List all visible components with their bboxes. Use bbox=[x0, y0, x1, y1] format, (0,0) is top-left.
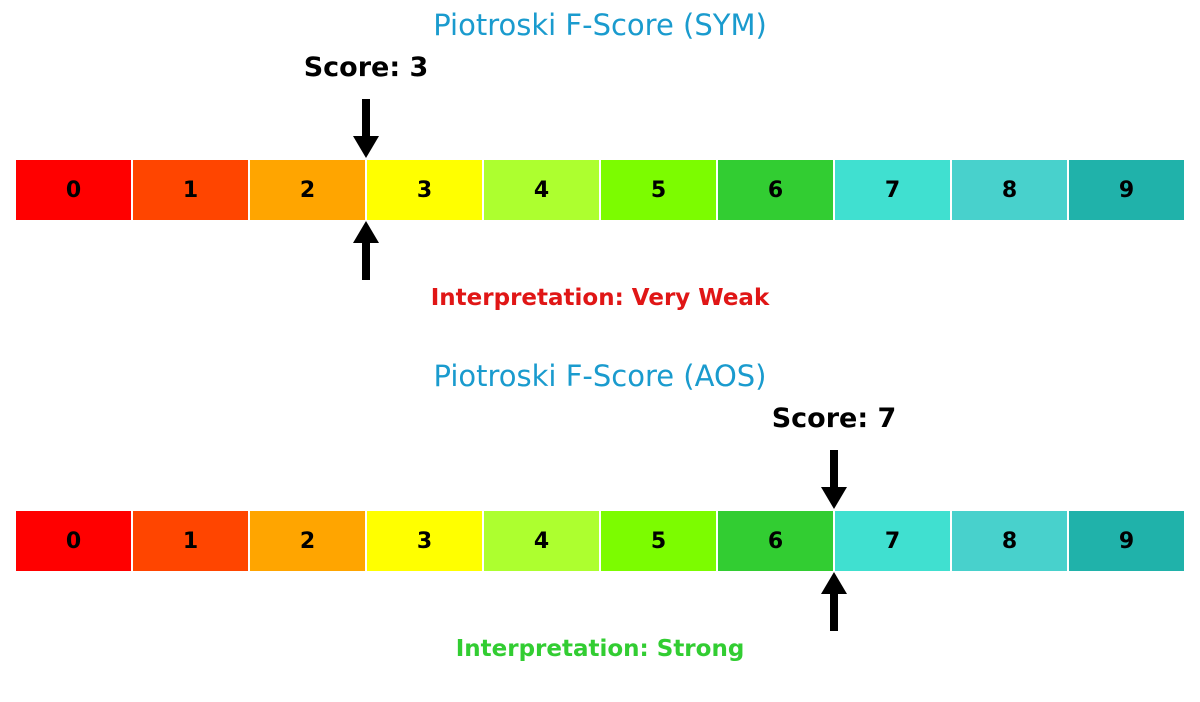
interpretation-label: Interpretation: Strong bbox=[455, 636, 745, 662]
scale-segment-9: 9 bbox=[1068, 159, 1185, 221]
scale-segment-7: 7 bbox=[834, 159, 951, 221]
scale-segment-7: 7 bbox=[834, 510, 951, 572]
arrow-head bbox=[821, 487, 847, 509]
score-marker-arrow-up-icon bbox=[352, 221, 380, 280]
arrow-head bbox=[821, 572, 847, 594]
score-marker-arrow-up-icon bbox=[820, 572, 848, 631]
chart-title: Piotroski F-Score (SYM) bbox=[433, 8, 767, 42]
arrow-stem bbox=[830, 450, 838, 487]
scale-segment-3: 3 bbox=[366, 159, 483, 221]
scale-segment-2: 2 bbox=[249, 510, 366, 572]
chart-title: Piotroski F-Score (AOS) bbox=[433, 359, 767, 393]
scale-segment-0: 0 bbox=[15, 159, 132, 221]
score-marker-arrow-down-icon bbox=[820, 450, 848, 509]
arrow-stem bbox=[362, 99, 370, 136]
scale-segment-8: 8 bbox=[951, 159, 1068, 221]
scale-segment-1: 1 bbox=[132, 159, 249, 221]
scale-segment-1: 1 bbox=[132, 510, 249, 572]
scale-segment-4: 4 bbox=[483, 159, 600, 221]
score-marker-arrow-down-icon bbox=[352, 99, 380, 158]
scale-segment-6: 6 bbox=[717, 510, 834, 572]
score-label: Score: 7 bbox=[771, 403, 897, 434]
arrow-head bbox=[353, 221, 379, 243]
scale-segment-6: 6 bbox=[717, 159, 834, 221]
scale-segment-5: 5 bbox=[600, 159, 717, 221]
arrow-stem bbox=[362, 243, 370, 280]
scale-segment-2: 2 bbox=[249, 159, 366, 221]
scale-segment-3: 3 bbox=[366, 510, 483, 572]
arrow-stem bbox=[830, 594, 838, 631]
arrow-head bbox=[353, 136, 379, 158]
scale-segment-4: 4 bbox=[483, 510, 600, 572]
scale-segment-0: 0 bbox=[15, 510, 132, 572]
scale-segment-5: 5 bbox=[600, 510, 717, 572]
score-label: Score: 3 bbox=[303, 52, 429, 83]
scale-segment-8: 8 bbox=[951, 510, 1068, 572]
scale-segment-9: 9 bbox=[1068, 510, 1185, 572]
interpretation-label: Interpretation: Very Weak bbox=[430, 285, 770, 311]
